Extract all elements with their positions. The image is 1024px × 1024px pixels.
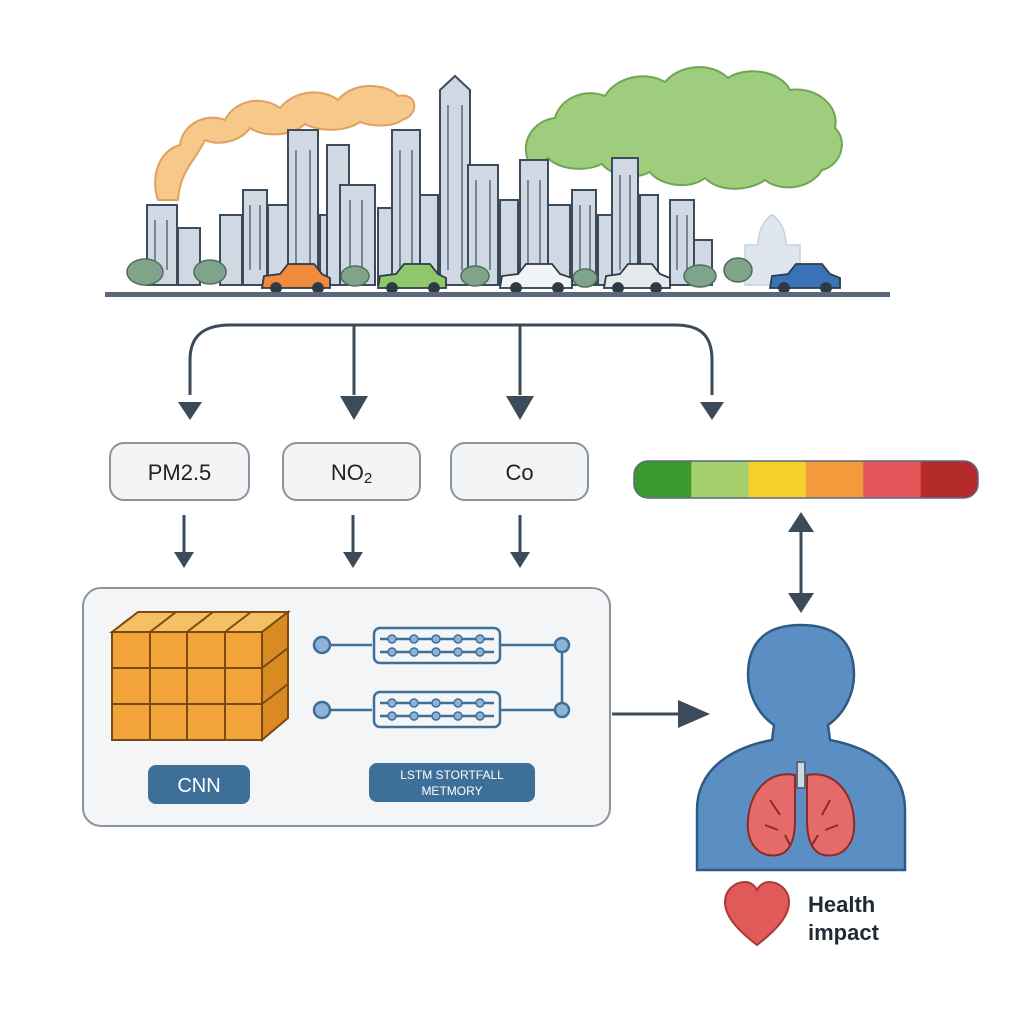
pollutant-to-model-arrows	[182, 515, 522, 555]
lungs-icon	[746, 761, 856, 857]
aqi-segment	[691, 461, 750, 498]
aqi-segment	[920, 461, 978, 498]
cars	[260, 263, 841, 294]
lstm-label-line2: METMORY	[421, 784, 482, 798]
lstm-label-line1: LSTM STORTFALL	[400, 768, 504, 782]
aqi-segment	[806, 461, 864, 498]
car-orange	[260, 263, 331, 294]
distribution-arrowheads	[178, 396, 724, 420]
aqi-segment	[863, 461, 922, 498]
car-grey	[602, 263, 671, 294]
lstm-network-icon	[312, 626, 571, 729]
heart-icon	[723, 880, 791, 947]
distribution-arrows	[188, 323, 714, 395]
pollutant-co: Co	[450, 442, 589, 501]
pollutant-co-label: Co	[505, 460, 533, 485]
person-icon	[695, 623, 907, 872]
health-impact: Health impact	[723, 880, 880, 947]
cnn-cube-icon	[109, 609, 291, 743]
car-blue	[768, 263, 841, 294]
health-label-line1: Health	[808, 892, 875, 917]
smoke-cloud-left	[154, 84, 416, 201]
model-to-person-arrow	[612, 700, 710, 728]
smoke-cloud-right	[524, 66, 843, 190]
lstm-badge	[369, 763, 535, 802]
aqi-segment	[634, 461, 692, 498]
model-panel: CNN LSTM STORTFALL MET	[82, 587, 611, 827]
ground-line	[105, 292, 890, 297]
pollutant-no2-label: NO2	[331, 460, 372, 487]
building-windows	[154, 105, 688, 270]
lstm-nodes	[387, 634, 485, 721]
trees	[126, 257, 753, 288]
cnn-label: CNN	[177, 775, 220, 797]
scale-person-double-arrow	[788, 512, 814, 613]
car-white	[498, 263, 573, 294]
pollutant-no2: NO2	[282, 442, 421, 501]
cnn-badge	[148, 765, 250, 804]
pollutant-pm25-label: PM2.5	[148, 460, 212, 485]
aqi-scale	[633, 460, 979, 499]
pollutant-pm25: PM2.5	[109, 442, 250, 501]
pollutant-to-model-arrowheads	[174, 552, 530, 568]
health-label-line2: impact	[808, 920, 880, 945]
distant-dome	[744, 214, 801, 286]
aqi-segment	[748, 461, 807, 498]
city-skyline	[105, 66, 890, 297]
